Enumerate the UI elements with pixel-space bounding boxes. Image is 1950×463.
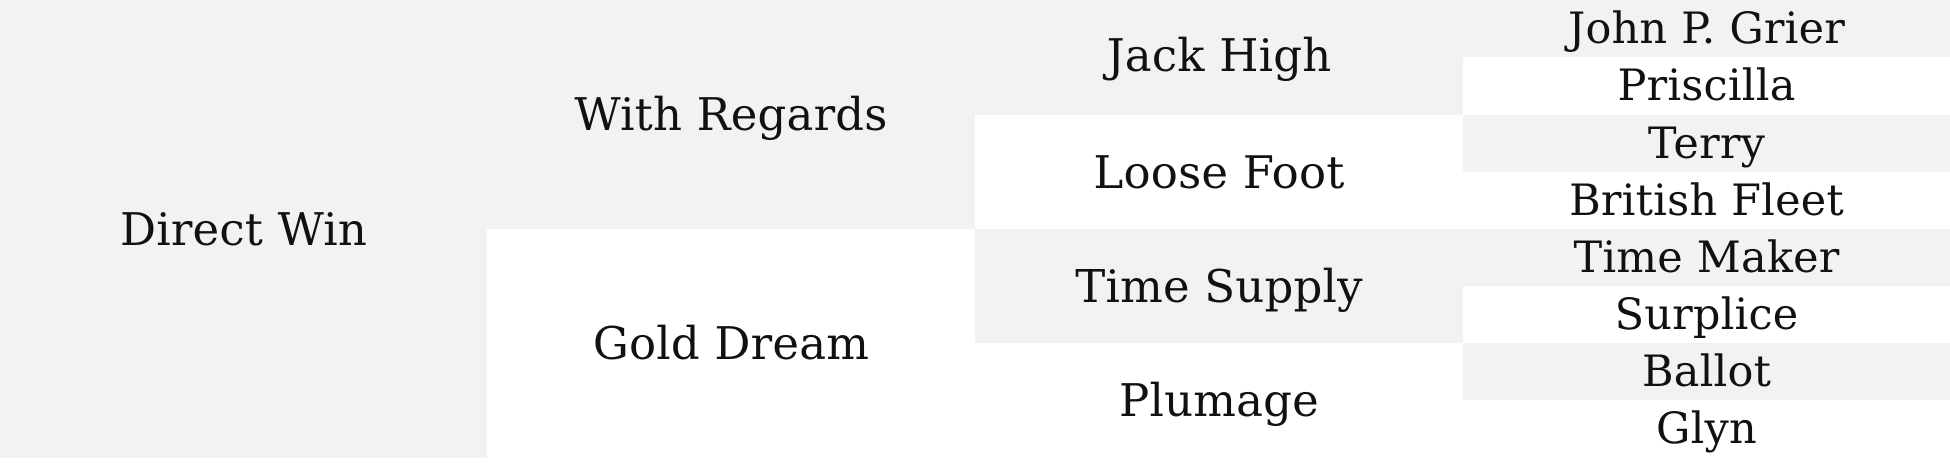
dam-name: Gold Dream <box>592 317 870 370</box>
sire-cell: With Regards <box>487 0 975 229</box>
great-grandparent-name: British Fleet <box>1569 175 1844 226</box>
great-grandparent-cell: John P. Grier <box>1463 0 1950 57</box>
great-grandparent-name: Surplice <box>1614 289 1799 340</box>
sire-sire-name: Jack High <box>1106 29 1332 82</box>
dam-cell: Gold Dream <box>487 229 975 458</box>
dam-dam-cell: Plumage <box>975 343 1463 458</box>
dam-sire-name: Time Supply <box>1075 259 1363 313</box>
great-grandparent-name: Time Maker <box>1573 232 1840 283</box>
sire-dam-cell: Loose Foot <box>975 115 1463 229</box>
great-grandparent-cell: Surplice <box>1463 286 1950 343</box>
sire-dam-name: Loose Foot <box>1093 145 1345 199</box>
sire-sire-cell: Jack High <box>975 0 1463 115</box>
great-grandparent-name: Priscilla <box>1617 61 1796 111</box>
great-grandparent-cell: Time Maker <box>1463 229 1950 286</box>
subject-horse: Direct Win <box>0 0 487 458</box>
great-grandparent-cell: Glyn <box>1463 400 1950 458</box>
dam-sire-cell: Time Supply <box>975 229 1463 343</box>
great-grandparent-cell: Ballot <box>1463 343 1950 400</box>
great-grandparent-name: Ballot <box>1641 346 1772 397</box>
great-grandparent-name: John P. Grier <box>1568 3 1845 54</box>
great-grandparent-cell: British Fleet <box>1463 172 1950 229</box>
subject-horse-name: Direct Win <box>119 202 368 256</box>
great-grandparent-cell: Priscilla <box>1463 57 1950 115</box>
great-grandparent-name: Glyn <box>1656 404 1757 454</box>
sire-name: With Regards <box>574 88 888 141</box>
great-grandparent-name: Terry <box>1647 118 1766 169</box>
great-grandparent-cell: Terry <box>1463 115 1950 172</box>
dam-dam-name: Plumage <box>1119 374 1319 427</box>
